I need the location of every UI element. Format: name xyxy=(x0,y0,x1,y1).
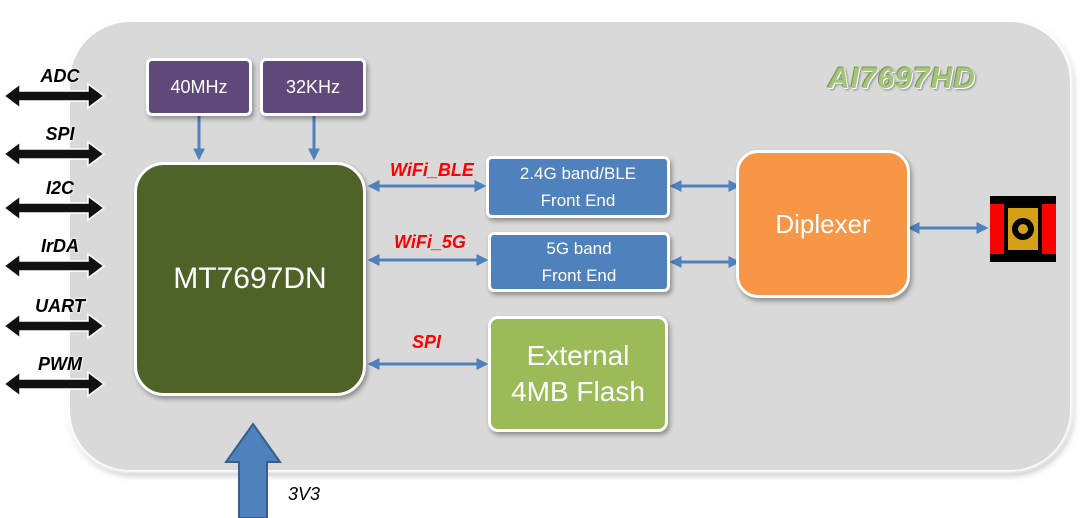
power-arrow xyxy=(224,422,282,518)
interface-arrow-irda xyxy=(2,252,106,280)
mcu-label: MT7697DN xyxy=(173,262,327,295)
oscillator-32khz: 32KHz xyxy=(260,58,366,116)
interface-arrow-spi xyxy=(2,140,106,168)
front-end-5g-line2: Front End xyxy=(541,266,617,285)
antenna-connector-icon xyxy=(990,196,1056,262)
interface-label-irda: IrDA xyxy=(40,236,79,256)
oscillator-32khz-label: 32KHz xyxy=(285,76,341,97)
bus-label-spi: SPI xyxy=(412,332,442,352)
oscillator-40mhz: 40MHz xyxy=(146,58,252,116)
interface-arrow-adc xyxy=(2,82,106,110)
external-flash-block: External 4MB Flash xyxy=(488,316,668,432)
mcu-block: MT7697DN xyxy=(134,162,366,396)
front-end-24g-ble: 2.4G band/BLE Front End xyxy=(486,156,670,218)
front-end-5g-line1: 5G band xyxy=(546,239,612,258)
module-title: AI7697HD xyxy=(828,62,977,95)
flash-line2: 4MB Flash xyxy=(511,376,645,407)
front-end-24g-line1: 2.4G band/BLE xyxy=(519,164,637,183)
interface-label-adc: ADC xyxy=(40,66,80,86)
front-end-5g: 5G band Front End xyxy=(488,232,670,292)
bus-label-wifi-ble: WiFi_BLE xyxy=(390,160,474,180)
interface-arrow-uart xyxy=(2,312,106,340)
bus-label-wifi-5g: WiFi_5G xyxy=(394,232,466,252)
interface-label-spi: SPI xyxy=(45,124,75,144)
interface-arrow-pwm xyxy=(2,370,106,398)
diplexer-label: Diplexer xyxy=(775,208,871,239)
interface-label-i2c: I2C xyxy=(45,178,74,198)
interface-label-pwm: PWM xyxy=(38,354,82,374)
power-label: 3V3 xyxy=(288,484,321,504)
flash-line1: External xyxy=(526,340,630,371)
diplexer-block: Diplexer xyxy=(736,150,910,298)
interface-arrows xyxy=(2,82,106,398)
oscillator-40mhz-label: 40MHz xyxy=(170,76,228,97)
interface-arrow-i2c xyxy=(2,194,106,222)
interface-label-uart: UART xyxy=(35,296,85,316)
front-end-24g-line2: Front End xyxy=(540,191,616,210)
